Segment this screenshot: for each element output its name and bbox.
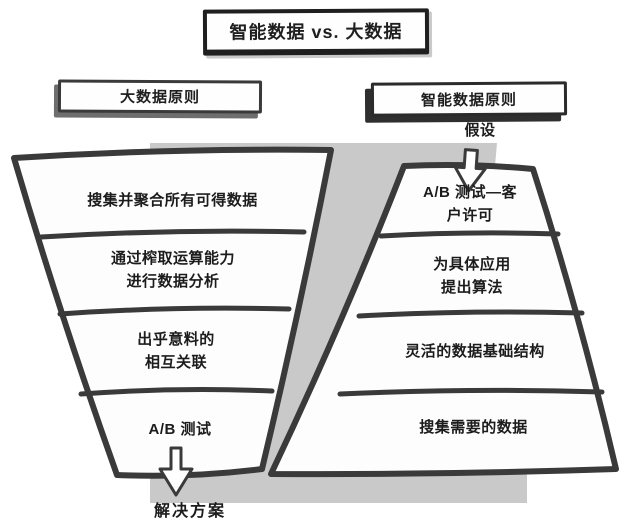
big-data-principles-text: 大数据原则 [119, 88, 201, 107]
smart-data-section-2: 为具体应用 提出算法 [433, 256, 511, 297]
big-data-section-4: A/B 测试 [148, 421, 212, 438]
smart-data-section-3: 灵活的数据基础结构 [405, 343, 545, 360]
smart-data-divider-2 [356, 309, 585, 319]
big-data-principles-label: 大数据原则 [57, 79, 263, 114]
smart-data-principles-text: 智能数据原则 [420, 91, 518, 109]
big-data-divider-3 [78, 387, 275, 397]
solution-label: 解决方案 [153, 503, 226, 520]
hypothesis-label: 假设 [464, 122, 496, 139]
big-data-section-2: 通过榨取运算能力 进行数据分析 [110, 250, 235, 291]
big-data-section-1: 搜集并聚合所有可得数据 [87, 192, 258, 209]
smart-data-principles-label: 智能数据原则 [370, 81, 568, 117]
big-data-divider-1 [38, 228, 307, 240]
smart-data-section-4: 搜集需要的数据 [419, 419, 528, 436]
smart-data-pyramid-shape [268, 162, 619, 478]
diagram-title-text: 智能数据 vs. 大数据 [229, 21, 403, 43]
smart-data-divider-3 [337, 387, 605, 397]
smart-data-divider-1 [378, 230, 561, 239]
big-data-divider-2 [57, 305, 292, 317]
smart-data-section-1: A/B 测试—客 户许可 [422, 184, 517, 225]
big-data-section-3: 出乎意料的 相互关联 [137, 331, 215, 372]
diagram-title: 智能数据 vs. 大数据 [202, 8, 430, 56]
down-arrow-icon [453, 148, 487, 193]
down-arrow-icon [158, 446, 194, 497]
